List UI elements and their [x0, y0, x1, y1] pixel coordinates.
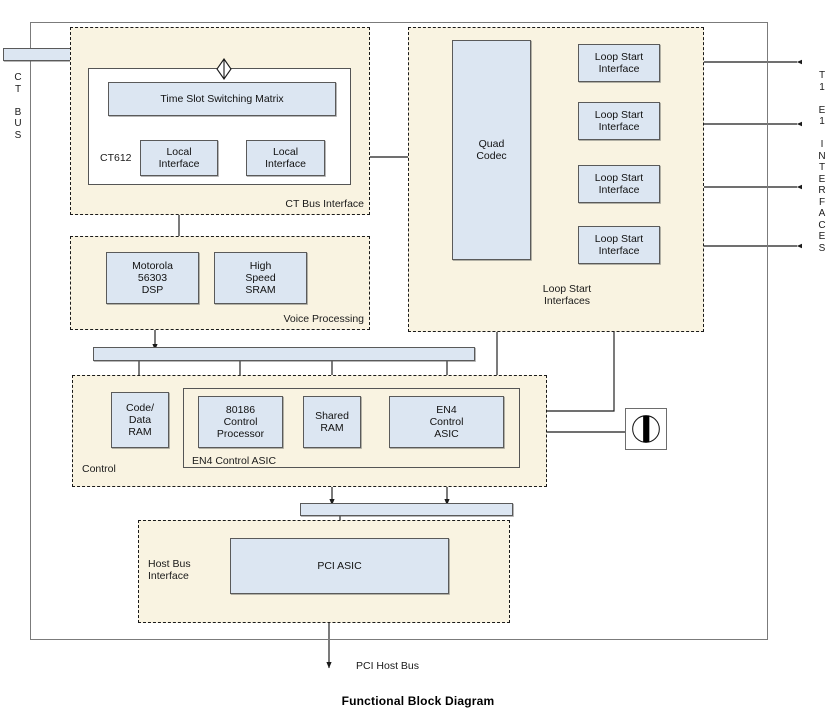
- block-code-data-ram[interactable]: Code/ Data RAM: [111, 392, 169, 448]
- group-control-label: Control: [82, 463, 116, 475]
- block-pci-asic[interactable]: PCI ASIC: [230, 538, 449, 594]
- block-local-interface-left[interactable]: Local Interface: [140, 140, 218, 176]
- block-local-interface-right[interactable]: Local Interface: [246, 140, 325, 176]
- block-en4-control-asic[interactable]: EN4 Control ASIC: [389, 396, 504, 448]
- block-loop-start-interface-4[interactable]: Loop Start Interface: [578, 226, 660, 264]
- block-loop-start-interface-2[interactable]: Loop Start Interface: [578, 102, 660, 140]
- block-high-speed-sram[interactable]: High Speed SRAM: [214, 252, 307, 304]
- diagram-caption: Functional Block Diagram: [341, 694, 495, 708]
- block-motorola-56303-dsp[interactable]: Motorola 56303 DSP: [106, 252, 199, 304]
- block-time-slot-switching-matrix[interactable]: Time Slot Switching Matrix: [108, 82, 336, 116]
- ct-bus-edge-label: C T B U S: [14, 72, 22, 141]
- board-outline: [30, 22, 768, 640]
- diamond-connector-icon: [216, 58, 232, 80]
- subframe-en4-control-asic-label: EN4 Control ASIC: [192, 455, 277, 467]
- block-loop-start-interface-1[interactable]: Loop Start Interface: [578, 44, 660, 82]
- pci-host-bus-label: PCI Host Bus: [356, 660, 420, 672]
- connector-jack-icon[interactable]: [625, 408, 667, 450]
- subframe-ct612-label: CT612: [100, 152, 132, 164]
- block-loop-start-interface-3[interactable]: Loop Start Interface: [578, 165, 660, 203]
- group-voice-processing-label: Voice Processing: [283, 313, 364, 325]
- main-control-bus-bar: [93, 347, 475, 361]
- t1-e1-interfaces-edge-label: T 1 E 1 I N T E R F A C E S: [818, 70, 826, 254]
- group-loop-start-interfaces-label: Loop Start Interfaces: [542, 283, 592, 307]
- subframe-en4-control-asic: [183, 388, 520, 468]
- group-host-bus-interface-label: Host Bus Interface: [148, 558, 191, 582]
- group-ct-bus-interface-label: CT Bus Interface: [285, 198, 364, 210]
- block-80186-control-processor[interactable]: 80186 Control Processor: [198, 396, 283, 448]
- host-bus-bar: [300, 503, 513, 516]
- block-quad-codec[interactable]: Quad Codec: [452, 40, 531, 260]
- block-shared-ram[interactable]: Shared RAM: [303, 396, 361, 448]
